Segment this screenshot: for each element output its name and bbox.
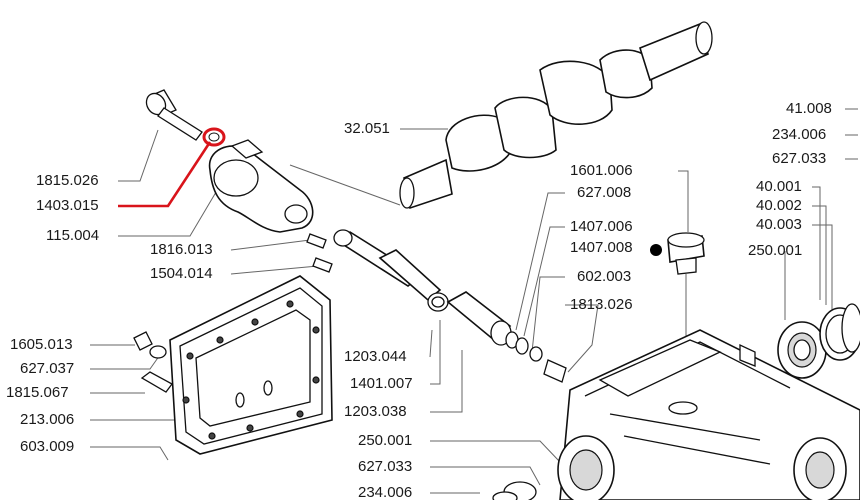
pins-1816-1504 <box>306 233 333 273</box>
leader-lines <box>90 108 858 494</box>
label-627-033-bottom[interactable]: 627.033 <box>358 458 413 475</box>
label-1816-013[interactable]: 1816.013 <box>150 241 213 258</box>
filled-circle-icon <box>650 244 662 256</box>
washer-1403-015 <box>202 127 226 147</box>
label-1203-044[interactable]: 1203.044 <box>344 348 407 365</box>
label-32-051[interactable]: 32.051 <box>344 120 390 137</box>
label-1815-067[interactable]: 1815.067 <box>6 384 69 401</box>
label-627-033-right[interactable]: 627.033 <box>772 150 827 167</box>
label-1203-038[interactable]: 1203.038 <box>344 403 407 420</box>
label-1504-014[interactable]: 1504.014 <box>150 265 213 282</box>
crankshaft-32-051 <box>399 21 713 210</box>
label-603-009[interactable]: 603.009 <box>20 438 75 455</box>
seals-1407 <box>505 331 567 383</box>
screws-1605-1815 <box>133 331 173 393</box>
label-1813-026[interactable]: 1813.026 <box>570 296 633 313</box>
label-250-001-bottom[interactable]: 250.001 <box>358 432 413 449</box>
piston-rod-1203-044 <box>333 229 442 302</box>
cover-plate-213-006 <box>169 275 333 455</box>
seal-rings-right <box>819 303 860 361</box>
label-41-008[interactable]: 41.008 <box>786 100 832 117</box>
label-213-006[interactable]: 213.006 <box>20 411 75 428</box>
pump-housing <box>557 329 860 500</box>
label-40-001[interactable]: 40.001 <box>756 178 802 195</box>
label-1815-026[interactable]: 1815.026 <box>36 172 99 189</box>
bolt-1815-026 <box>145 89 203 141</box>
label-1407-008[interactable]: 1407.008 <box>570 239 633 256</box>
oring-1401-007 <box>427 292 449 312</box>
label-40-002[interactable]: 40.002 <box>756 197 802 214</box>
label-250-001-right[interactable]: 250.001 <box>748 242 803 259</box>
label-1403-015[interactable]: 1403.015 <box>36 197 99 214</box>
highlight-leader-line <box>118 141 212 208</box>
label-1401-007[interactable]: 1401.007 <box>350 375 413 392</box>
bearing-250-001 <box>777 321 827 379</box>
label-627-008[interactable]: 627.008 <box>577 184 632 201</box>
label-234-006-bottom[interactable]: 234.006 <box>358 484 413 501</box>
seal-rings-bottom <box>492 481 537 500</box>
oil-plug-1601-006 <box>667 232 705 338</box>
label-602-003[interactable]: 602.003 <box>577 268 632 285</box>
piston-1203-038 <box>446 291 512 346</box>
label-1605-013[interactable]: 1605.013 <box>10 336 73 353</box>
label-627-037[interactable]: 627.037 <box>20 360 75 377</box>
connecting-rod-115-004 <box>208 139 314 233</box>
label-1407-006[interactable]: 1407.006 <box>570 218 633 235</box>
label-234-006-right[interactable]: 234.006 <box>772 126 827 143</box>
label-115-004[interactable]: 115.004 <box>46 227 100 244</box>
label-40-003[interactable]: 40.003 <box>756 216 802 233</box>
label-1601-006[interactable]: 1601.006 <box>570 162 633 179</box>
